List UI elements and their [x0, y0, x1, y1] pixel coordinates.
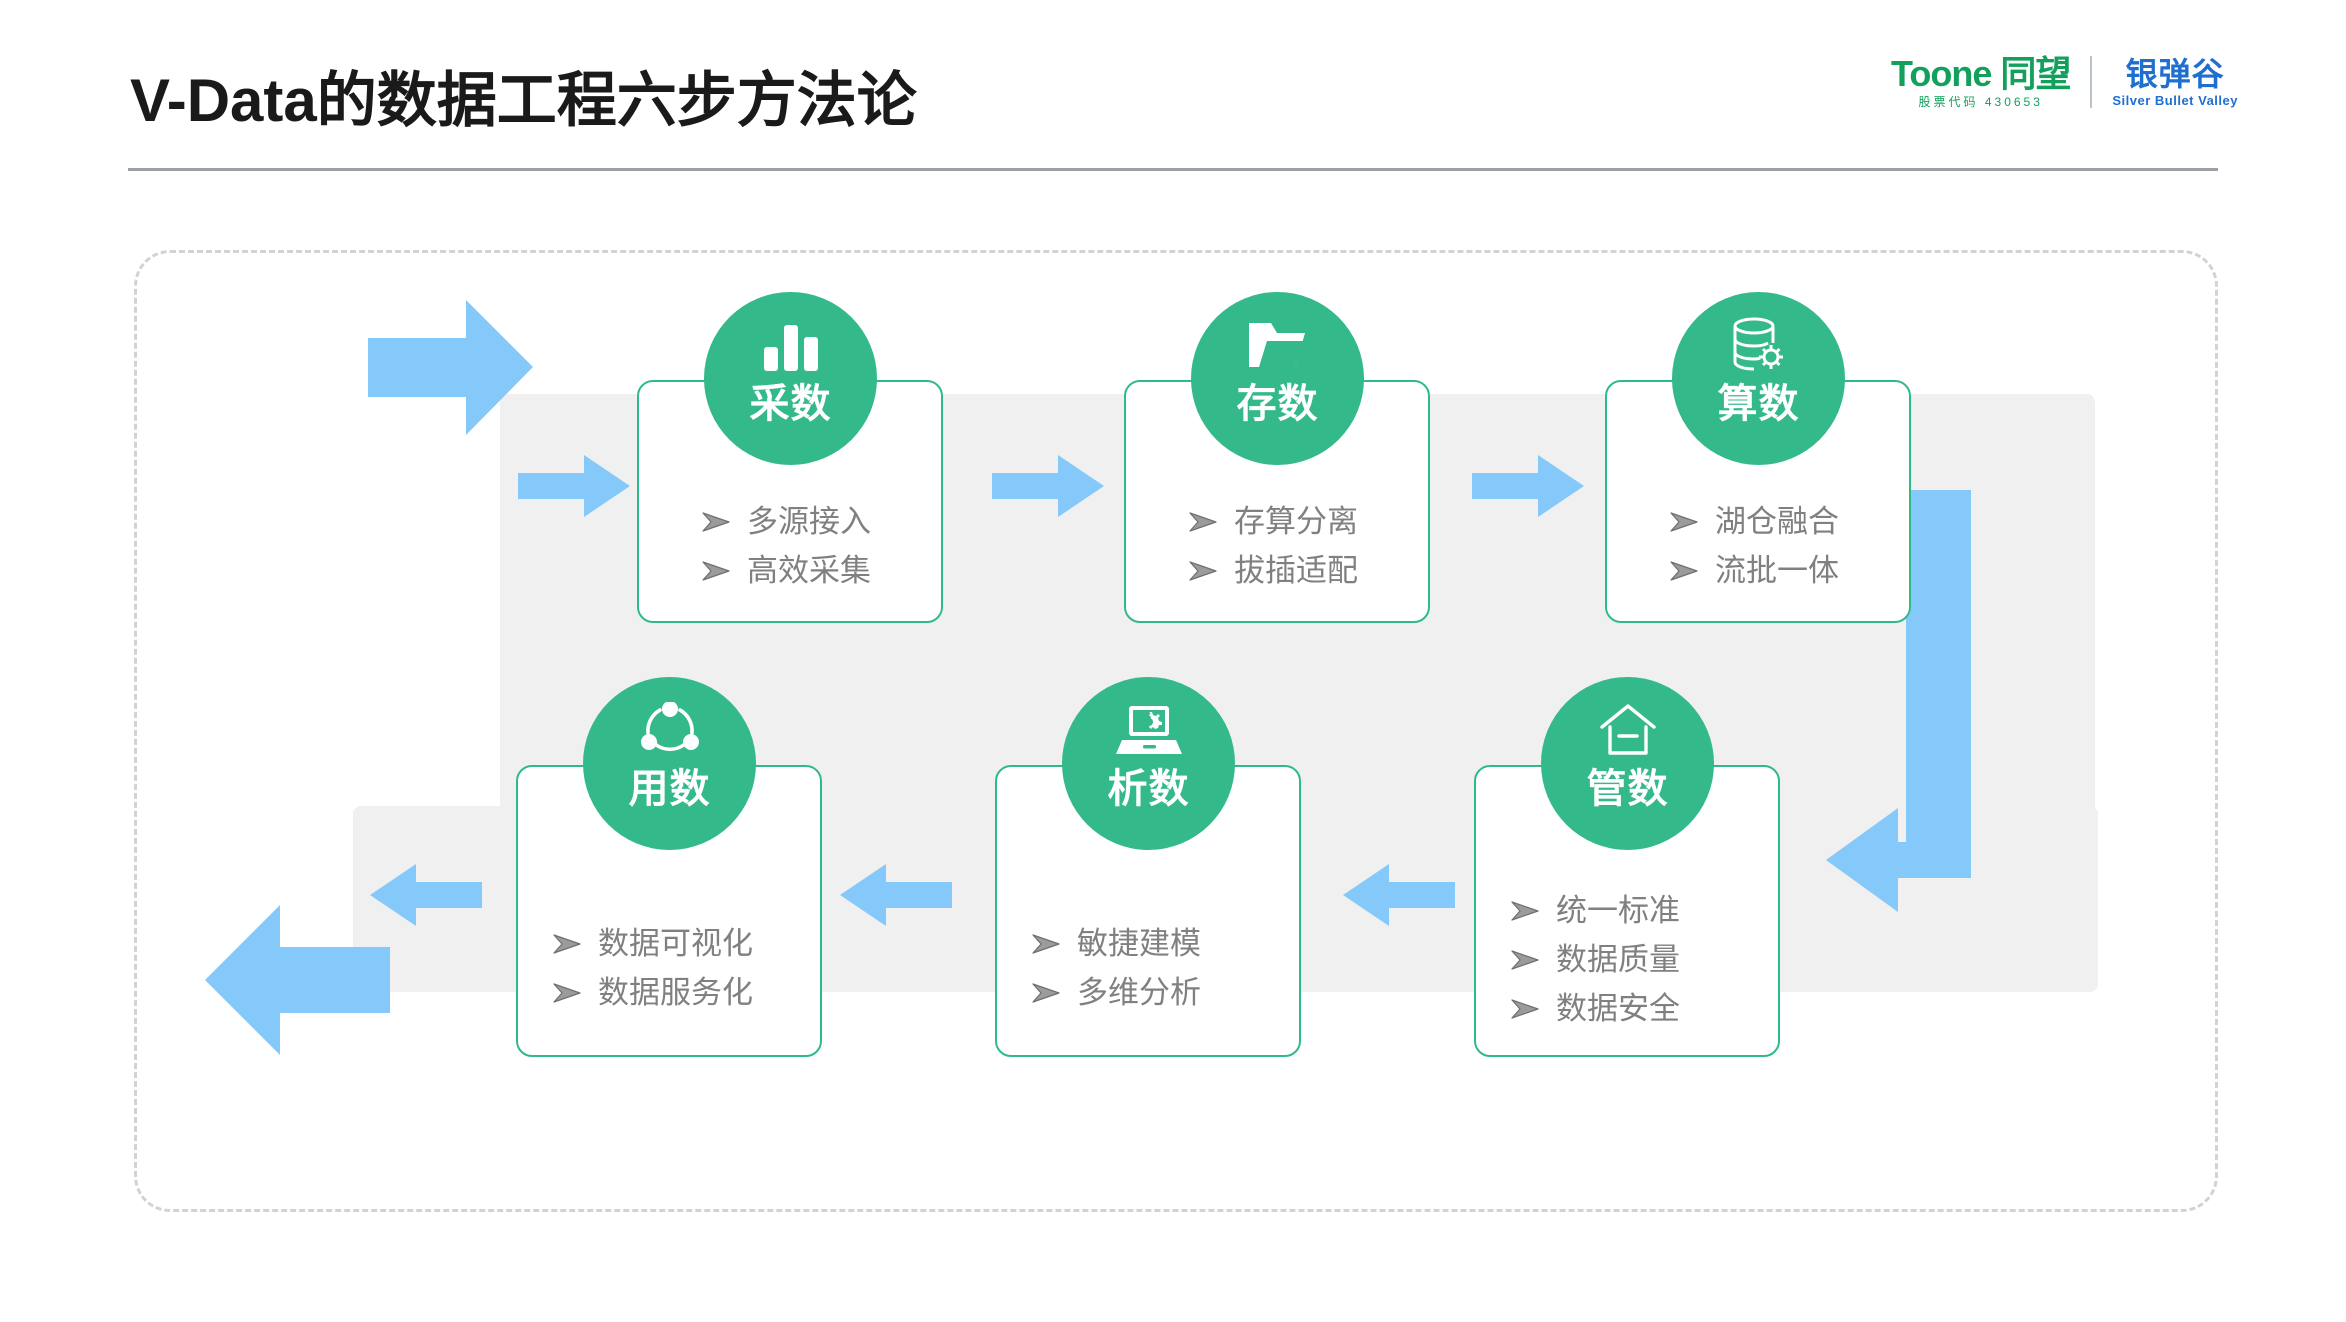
toone-logo-brand: Toone 同望 [1891, 53, 2071, 94]
step-4-items: 统一标准 数据质量 数据安全 [1476, 886, 1778, 1055]
sbv-logo-subtitle: Silver Bullet Valley [2112, 92, 2238, 108]
bullet-arrow-icon [1032, 982, 1060, 1003]
list-item: 流批一体 [1669, 546, 1839, 595]
database-gear-icon [1730, 314, 1788, 376]
flow-arrow-step-6-to-exit [370, 864, 482, 926]
list-item: 存算分离 [1188, 497, 1358, 546]
title-divider [128, 168, 2218, 171]
bullet-arrow-icon [1511, 949, 1539, 970]
page-title: V-Data的数据工程六步方法论 [130, 67, 917, 134]
step-badge-label: 算数 [1717, 382, 1800, 426]
entry-arrow-icon [368, 300, 533, 435]
silver-bullet-valley-logo: 银弹谷 Silver Bullet Valley [2112, 58, 2238, 107]
bullet-arrow-icon [1511, 900, 1539, 921]
bullet-arrow-icon [553, 982, 581, 1003]
bullet-arrow-icon [1511, 998, 1539, 1019]
logo-group: Toone 同望 股票代码 430653 银弹谷 Silver Bullet V… [1891, 56, 2238, 108]
flow-arrow-step-2-to-3 [1472, 455, 1584, 517]
list-item-label: 敏捷建模 [1077, 926, 1201, 961]
step-badge-6[interactable]: 用数 [583, 677, 756, 850]
step-badge-2[interactable]: 存数 [1191, 292, 1364, 465]
list-item: 数据质量 [1510, 935, 1680, 984]
list-item-label: 流批一体 [1715, 553, 1839, 588]
list-item: 多源接入 [701, 497, 871, 546]
bullet-arrow-icon [1670, 511, 1698, 532]
step-badge-label: 存数 [1236, 382, 1319, 426]
toone-logo: Toone 同望 股票代码 430653 [1891, 53, 2071, 109]
list-item-label: 数据安全 [1556, 991, 1680, 1026]
exit-arrow-icon [205, 905, 390, 1055]
step-badge-4[interactable]: 管数 [1541, 677, 1714, 850]
bullet-arrow-icon [1189, 511, 1217, 532]
list-item: 湖仓融合 [1669, 497, 1839, 546]
list-item: 敏捷建模 [1031, 919, 1201, 968]
step-3-items: 湖仓融合 流批一体 [1607, 497, 1909, 621]
list-item: 多维分析 [1031, 968, 1201, 1017]
bullet-arrow-icon [702, 511, 730, 532]
step-1-items: 多源接入 高效采集 [639, 497, 941, 621]
list-item-label: 拔插适配 [1234, 553, 1358, 588]
diagram-frame [134, 250, 2218, 1212]
list-item: 拔插适配 [1188, 546, 1358, 595]
home-icon [1599, 699, 1657, 761]
list-item-label: 统一标准 [1556, 893, 1680, 928]
step-2-items: 存算分离 拔插适配 [1126, 497, 1428, 621]
flow-arrow-step-1-to-2 [992, 455, 1104, 517]
list-item-label: 多源接入 [747, 504, 871, 539]
bullet-arrow-icon [702, 560, 730, 581]
laptop-gear-icon [1115, 699, 1182, 761]
flow-arrow-into-step-1 [518, 455, 630, 517]
list-item: 数据服务化 [552, 968, 753, 1017]
share-nodes-icon [640, 699, 699, 761]
flow-arrow-step-4-to-5 [1343, 864, 1455, 926]
list-item-label: 湖仓融合 [1715, 504, 1839, 539]
step-badge-label: 采数 [749, 382, 832, 426]
list-item: 高效采集 [701, 546, 871, 595]
sbv-logo-brand: 银弹谷 [2125, 55, 2225, 92]
bullet-arrow-icon [1032, 933, 1060, 954]
step-badge-1[interactable]: 采数 [704, 292, 877, 465]
bar-chart-icon [761, 314, 821, 376]
bullet-arrow-icon [553, 933, 581, 954]
list-item: 数据可视化 [552, 919, 753, 968]
list-item-label: 存算分离 [1234, 504, 1358, 539]
step-6-items: 数据可视化 数据服务化 [518, 919, 820, 1055]
bullet-arrow-icon [1189, 560, 1217, 581]
step-badge-5[interactable]: 析数 [1062, 677, 1235, 850]
step-badge-label: 管数 [1586, 767, 1669, 811]
toone-logo-stock-code: 股票代码 430653 [1918, 95, 2043, 109]
flow-arrow-step-5-to-6 [840, 864, 952, 926]
list-item-label: 数据可视化 [598, 926, 753, 961]
list-item: 统一标准 [1510, 886, 1680, 935]
list-item-label: 高效采集 [747, 553, 871, 588]
step-badge-label: 用数 [628, 767, 711, 811]
step-5-items: 敏捷建模 多维分析 [997, 919, 1299, 1055]
list-item-label: 多维分析 [1077, 975, 1201, 1010]
step-badge-3[interactable]: 算数 [1672, 292, 1845, 465]
folder-icon [1247, 314, 1309, 376]
list-item-label: 数据服务化 [598, 975, 753, 1010]
bullet-arrow-icon [1670, 560, 1698, 581]
step-badge-label: 析数 [1107, 767, 1190, 811]
list-item-label: 数据质量 [1556, 942, 1680, 977]
list-item: 数据安全 [1510, 984, 1680, 1033]
logo-divider [2090, 56, 2093, 108]
flow-connector-wrap-arrow [1826, 490, 1971, 912]
